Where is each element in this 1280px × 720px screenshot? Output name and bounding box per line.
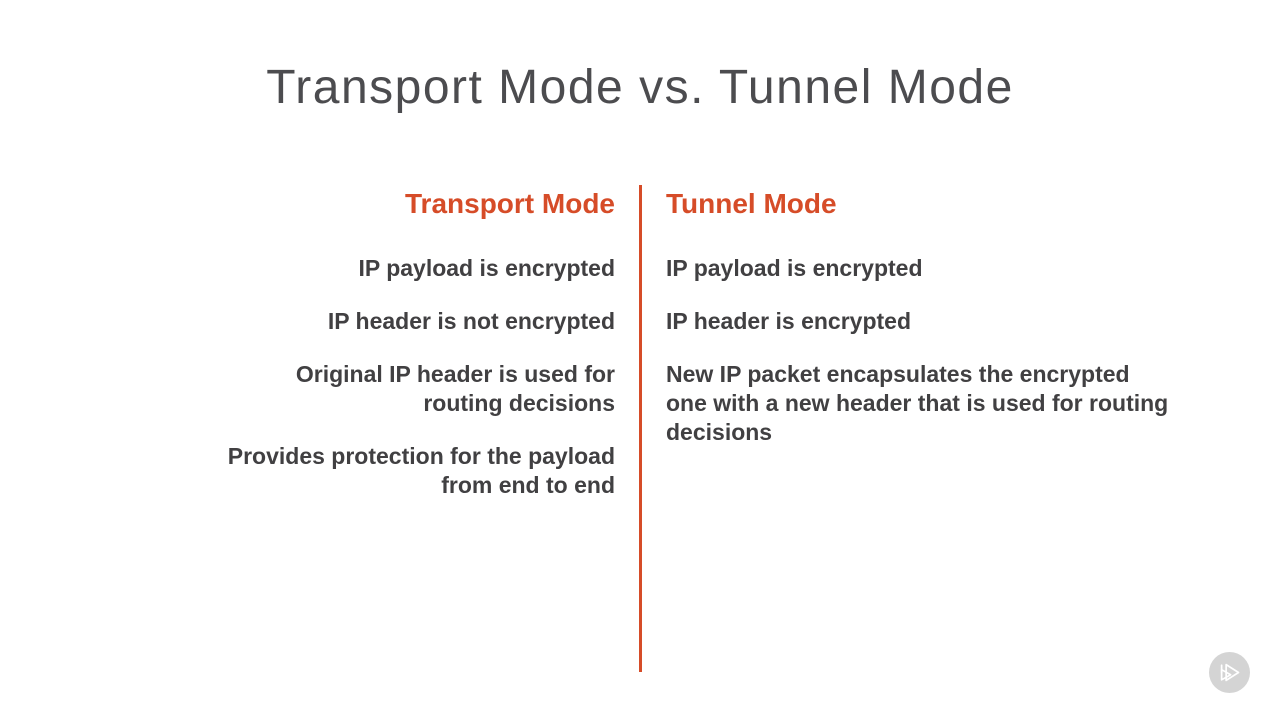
list-item: Provides protection for the payload from… bbox=[227, 443, 615, 498]
list-item: IP payload is encrypted bbox=[358, 255, 615, 281]
page-title: Transport Mode vs. Tunnel Mode bbox=[266, 61, 1014, 114]
transport-mode-column: Transport Mode IP payload is encrypted I… bbox=[220, 188, 615, 524]
tunnel-mode-column: Tunnel Mode IP payload is encrypted IP h… bbox=[666, 188, 1176, 471]
tunnel-mode-header: Tunnel Mode bbox=[666, 188, 837, 219]
player-play-button[interactable] bbox=[1209, 652, 1250, 693]
list-item: IP header is encrypted bbox=[666, 308, 912, 334]
transport-mode-header: Transport Mode bbox=[404, 188, 615, 219]
column-divider bbox=[639, 185, 642, 672]
list-item: New IP packet encapsulates the encrypted… bbox=[666, 361, 1169, 445]
list-item: Original IP header is used for routing d… bbox=[295, 361, 615, 416]
list-item: IP payload is encrypted bbox=[666, 255, 923, 281]
list-item: IP header is not encrypted bbox=[327, 308, 615, 334]
pluralsight-play-icon bbox=[1220, 663, 1240, 682]
